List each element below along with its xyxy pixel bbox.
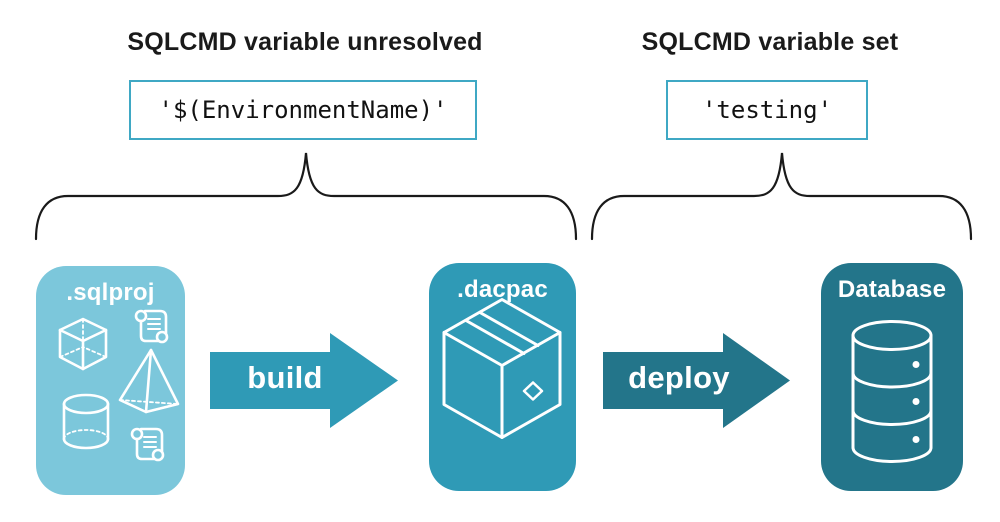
package-box-icon <box>442 298 562 439</box>
left-brace <box>34 152 578 241</box>
right-brace <box>590 152 973 241</box>
build-arrow <box>210 333 398 428</box>
script-scroll-icon <box>134 309 169 344</box>
stage-card-sqlproj: .sqlproj <box>36 266 185 495</box>
sql-objects-icon <box>58 309 180 462</box>
cube-icon <box>58 317 108 371</box>
heading-variable-unresolved: SQLCMD variable unresolved <box>127 28 483 56</box>
stage-label-sqlproj: .sqlproj <box>66 279 155 306</box>
deploy-arrow <box>603 333 790 428</box>
database-cylinder-icon <box>851 320 933 463</box>
stage-card-dacpac: .dacpac <box>429 263 576 491</box>
heading-variable-set: SQLCMD variable set <box>641 28 899 56</box>
build-arrow-label: build <box>247 360 323 395</box>
code-text-set: 'testing' <box>701 96 833 124</box>
deploy-arrow-label: deploy <box>628 360 730 395</box>
stage-card-database: Database <box>821 263 963 491</box>
pyramid-icon <box>118 348 180 414</box>
code-box-set: 'testing' <box>666 80 868 140</box>
code-text-unresolved: '$(EnvironmentName)' <box>158 96 448 124</box>
code-box-unresolved: '$(EnvironmentName)' <box>129 80 477 140</box>
stage-label-database: Database <box>837 276 947 303</box>
script-scroll-icon <box>130 427 165 462</box>
cylinder-icon <box>62 393 110 450</box>
